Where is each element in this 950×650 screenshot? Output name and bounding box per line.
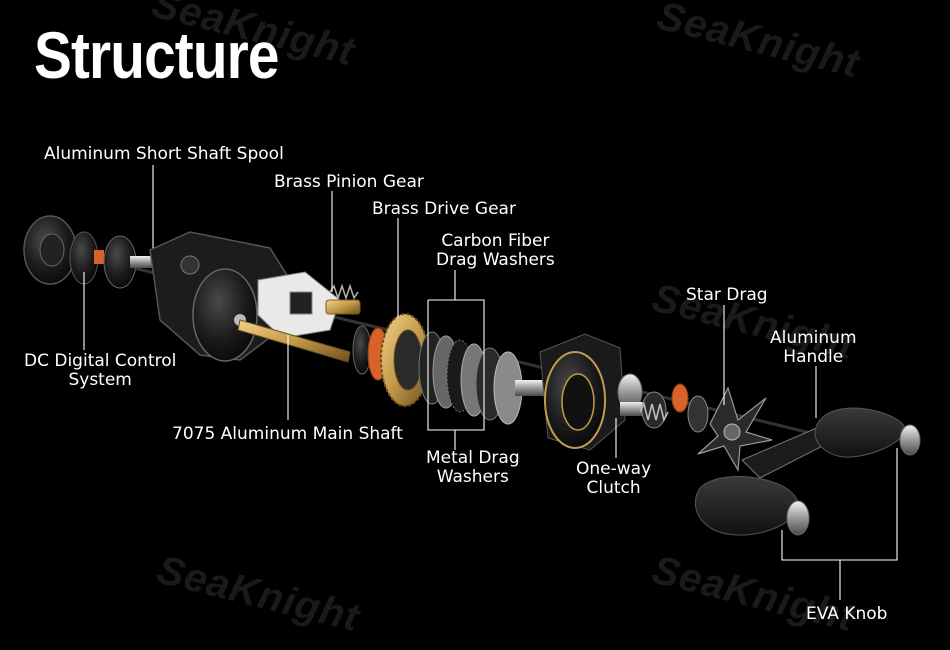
brass-pinion-gear [325,299,361,315]
washer [687,395,709,433]
side-cover [23,215,77,285]
label-metal-drag-washers: Metal Drag Washers [426,448,520,487]
label-aluminum-handle: Aluminum Handle [770,328,857,367]
eva-knob [694,476,810,536]
star-drag [697,386,773,472]
copper-ring [671,383,689,413]
label-7075-aluminum-main-shaft: 7075 Aluminum Main Shaft [172,424,403,444]
eva-knob [814,407,921,458]
page-title: Structure [34,18,279,92]
label-aluminum-short-shaft-spool: Aluminum Short Shaft Spool [44,144,284,164]
main-shaft [237,319,351,363]
label-brass-pinion-gear: Brass Pinion Gear [274,172,424,192]
label-dc-digital-control-system: DC Digital Control System [24,351,177,390]
gear-plate [257,271,341,339]
pinion-spring [329,283,359,301]
label-star-drag: Star Drag [686,285,768,305]
dc-control-unit [69,231,158,289]
drag-washer-stack [418,331,545,425]
leader-lines [83,165,898,600]
label-eva-knob: EVA Knob [806,604,888,624]
label-brass-drive-gear: Brass Drive Gear [372,199,516,219]
label-carbon-fiber-drag-washers: Carbon Fiber Drag Washers [436,231,555,270]
label-one-way-clutch: One-way Clutch [576,459,652,498]
brass-drive-gear [380,313,430,407]
drag-spring [639,401,669,423]
side-plate-housing [539,333,626,451]
